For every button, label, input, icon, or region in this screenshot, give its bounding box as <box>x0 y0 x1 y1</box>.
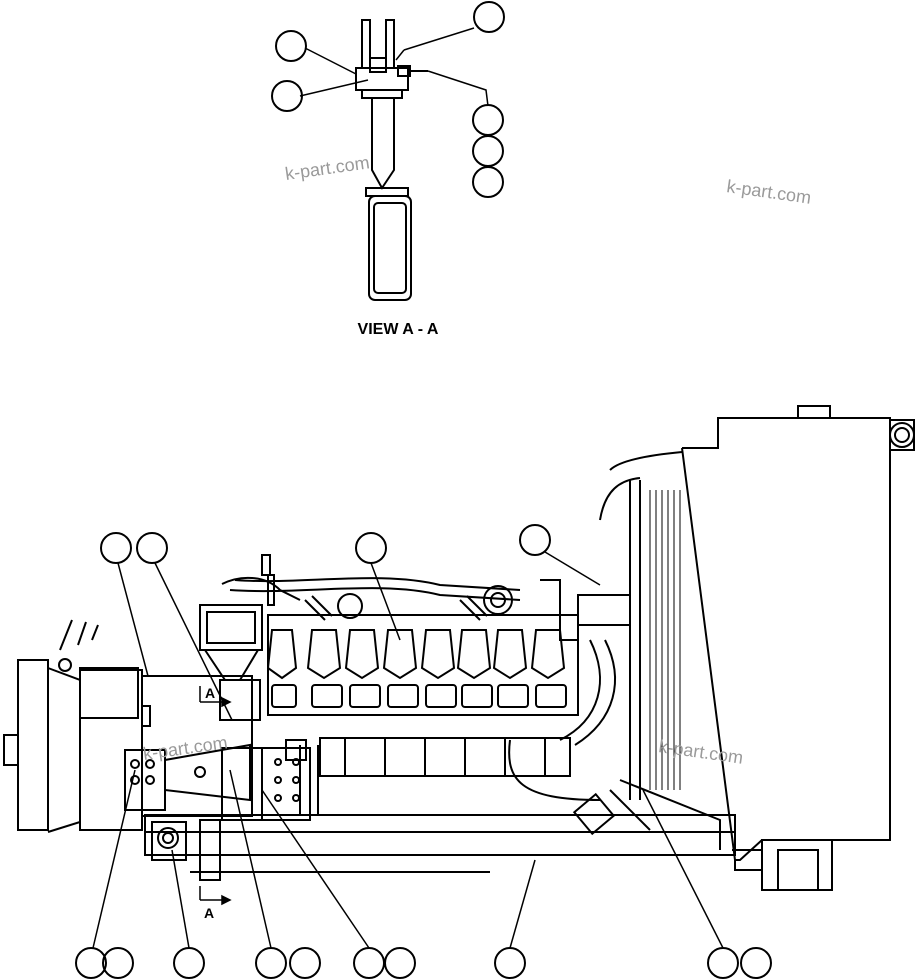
radiator-housing <box>681 405 915 891</box>
leader-lines <box>92 551 724 949</box>
view-a-a-detail <box>271 1 505 301</box>
watermark-2: k-part.com <box>725 176 812 208</box>
callout-balloons <box>75 524 772 979</box>
cylinder-heads <box>266 629 566 680</box>
watermark-4: k-part.com <box>657 736 744 768</box>
watermark-3: k-part.com <box>142 732 229 764</box>
section-marker-top: A <box>205 685 215 701</box>
generator-set-side-view <box>3 405 915 891</box>
watermark-1: k-part.com <box>284 152 371 184</box>
section-marker-bottom: A <box>204 905 214 921</box>
radiator <box>599 451 721 850</box>
manifold-row <box>271 684 567 708</box>
section-arrows <box>199 686 232 906</box>
view-label: VIEW A - A <box>358 321 439 338</box>
